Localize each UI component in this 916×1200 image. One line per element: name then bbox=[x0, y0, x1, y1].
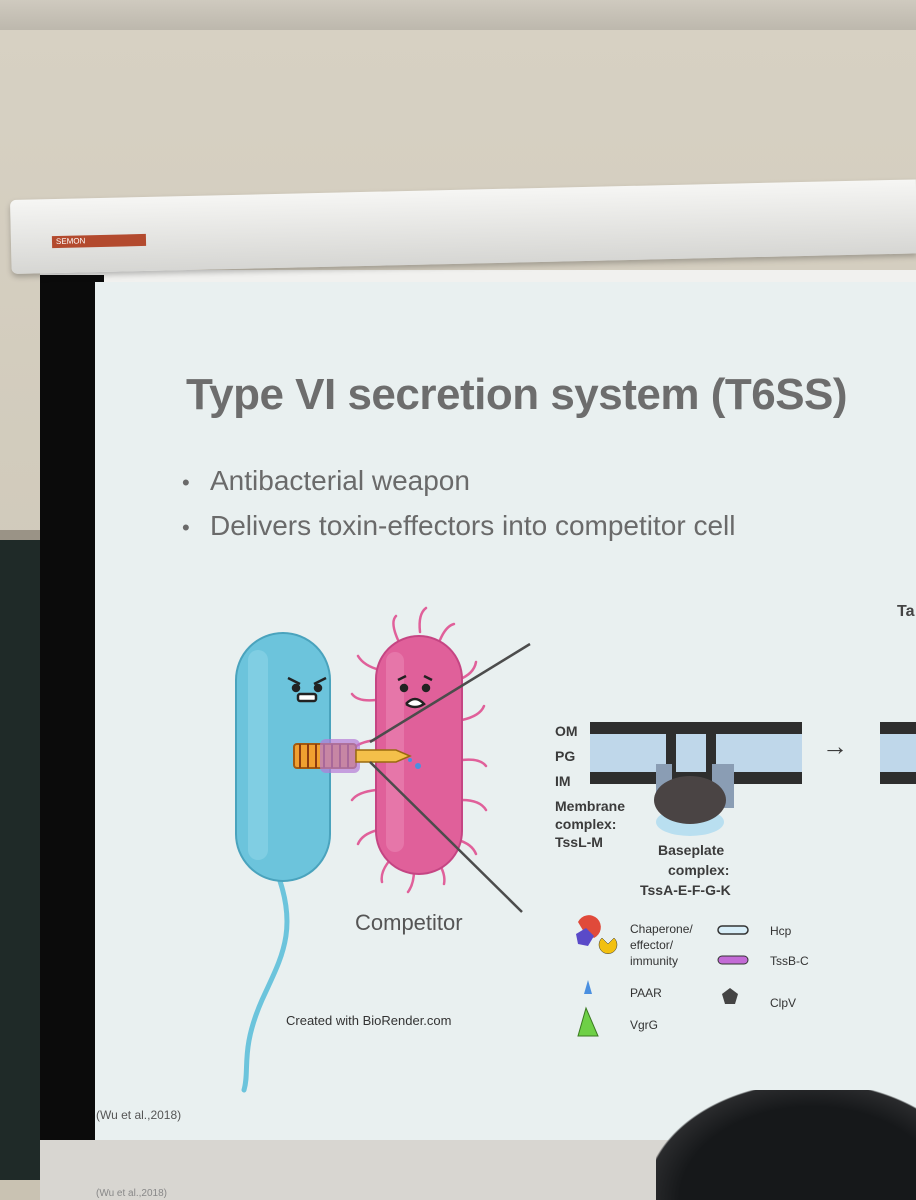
effector-icon bbox=[598, 937, 618, 954]
transition-arrow: → bbox=[822, 731, 848, 761]
bullet-2: • Delivers toxin-effectors into competito… bbox=[182, 510, 735, 542]
baseplate-label-2: complex: bbox=[668, 862, 730, 878]
attacker-angry-face bbox=[287, 676, 327, 703]
ceiling bbox=[0, 0, 916, 30]
vgrg-icon bbox=[577, 1006, 599, 1037]
bullet-1: • Antibacterial weapon bbox=[182, 465, 470, 497]
cross-line bbox=[369, 642, 531, 744]
legend-clpv: ClpV bbox=[770, 996, 797, 1010]
chaperone-icon bbox=[578, 915, 601, 938]
cross-line bbox=[369, 761, 523, 913]
competitor-pili bbox=[350, 606, 488, 894]
layer-label-om: OM bbox=[555, 723, 578, 739]
legend-chaperone-2: effector/ bbox=[630, 938, 674, 952]
baseplate-label-3: TssA-E-F-G-K bbox=[640, 882, 731, 898]
tssbc-icon bbox=[717, 955, 749, 965]
membrane-complex-label-1: Membrane bbox=[555, 798, 626, 814]
clpv-icon bbox=[722, 988, 738, 1004]
competitor-scared-face bbox=[397, 674, 433, 709]
baseplate-label-1: Baseplate bbox=[658, 842, 725, 858]
cut-off-label: Ta bbox=[897, 603, 915, 620]
membrane-complex-label-3: TssL-M bbox=[555, 834, 603, 850]
slide-title: Type VI secretion system (T6SS) bbox=[186, 370, 848, 419]
legend-chaperone-1: Chaperone/ bbox=[630, 922, 693, 936]
legend-vgrg: VgrG bbox=[630, 1018, 659, 1032]
t6ss-apparatus bbox=[293, 739, 421, 773]
membrane-diagram-next bbox=[880, 722, 916, 784]
membrane-diagram bbox=[590, 722, 802, 836]
bottom-strip-text: (Wu et al.,2018) bbox=[96, 1188, 167, 1199]
bullet-text: Antibacterial weapon bbox=[210, 465, 470, 496]
screen-black-border bbox=[40, 275, 104, 1200]
biorender-credit: Created with BioRender.com bbox=[286, 1013, 452, 1028]
citation: (Wu et al.,2018) bbox=[96, 1108, 182, 1122]
legend-paar: PAAR bbox=[630, 986, 662, 1000]
flagellum bbox=[241, 867, 290, 1093]
audience-head bbox=[656, 1090, 916, 1200]
hcp-icon bbox=[717, 925, 749, 935]
membrane-complex-label-2: complex: bbox=[555, 816, 617, 832]
layer-label-im: IM bbox=[555, 773, 571, 789]
legend-chaperone-3: immunity bbox=[630, 954, 679, 968]
bullet-text: Delivers toxin-effectors into competitor… bbox=[210, 510, 736, 541]
layer-label-pg: PG bbox=[555, 748, 576, 764]
legend-hcp: Hcp bbox=[770, 924, 792, 938]
paar-icon bbox=[584, 980, 592, 994]
competitor-label: Competitor bbox=[355, 910, 463, 935]
projected-slide bbox=[95, 282, 916, 1142]
bullet-dot: • bbox=[182, 514, 190, 540]
bullet-dot: • bbox=[182, 469, 190, 495]
legend-tssbc: TssB-C bbox=[770, 954, 809, 968]
